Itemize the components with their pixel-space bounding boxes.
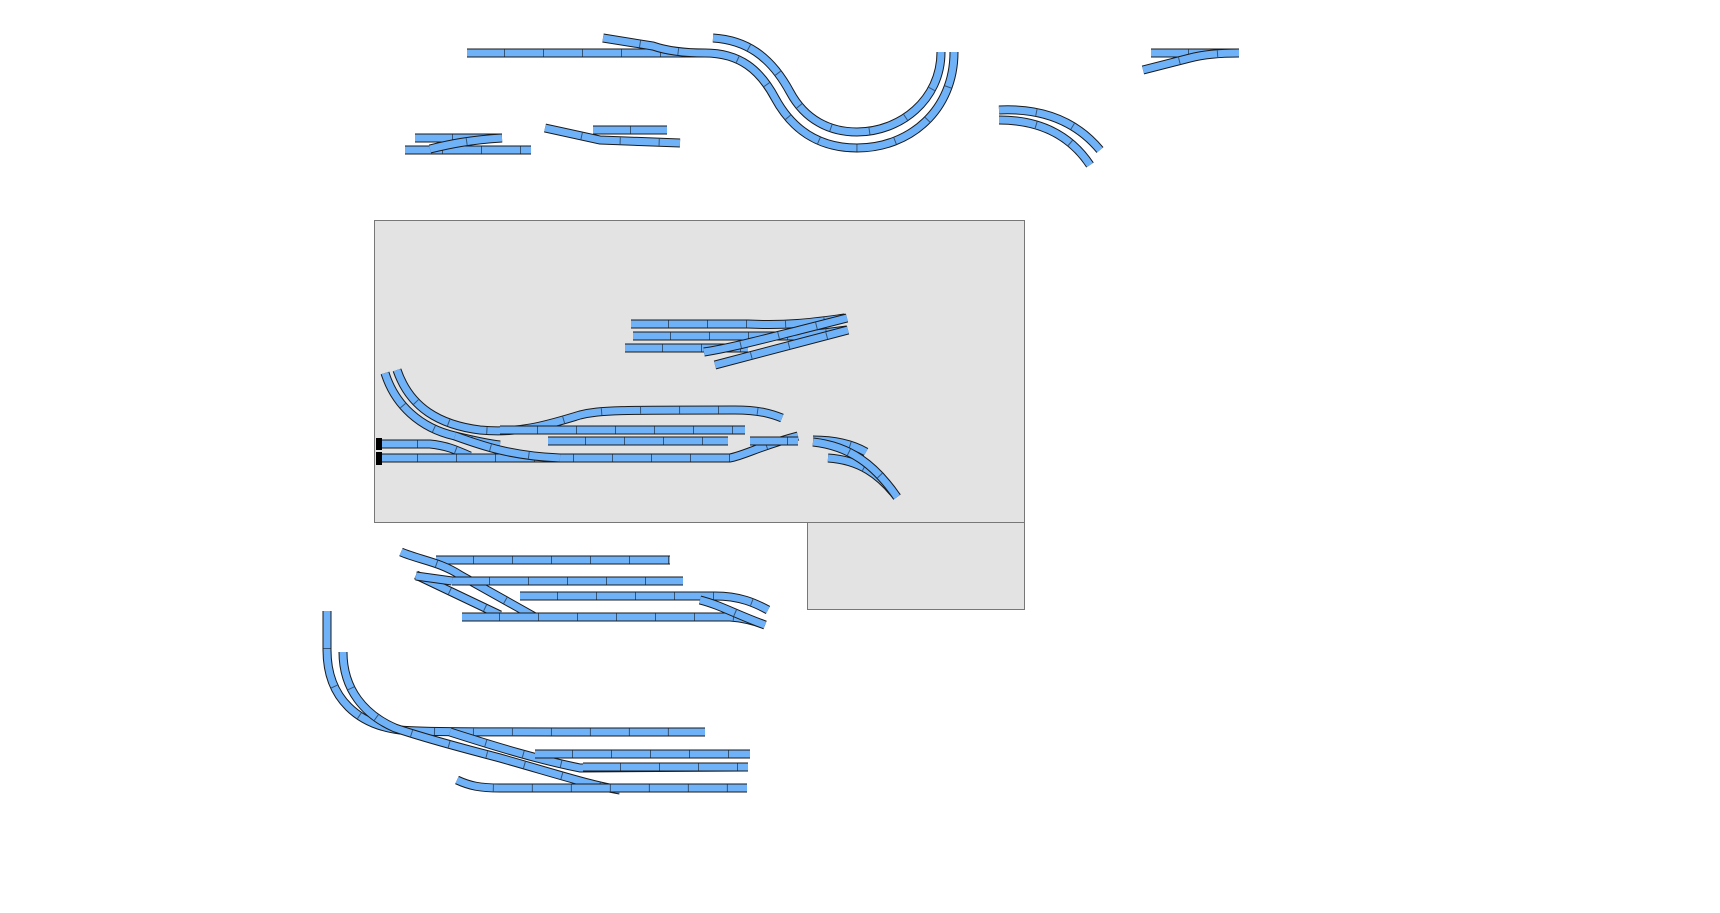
track-piece[interactable] [415,571,453,586]
track-body [544,124,681,147]
track-body [998,106,1103,153]
track-body [602,34,706,57]
track-body [415,572,453,585]
track-piece[interactable] [713,325,850,370]
track-body [998,116,1093,167]
track-piece[interactable] [399,547,538,621]
track-piece[interactable] [462,612,767,630]
track-piece[interactable] [428,133,503,154]
track-body [699,596,767,629]
track-piece[interactable] [998,105,1104,153]
track-pieces [322,33,1240,795]
track-joint-marks [323,611,706,736]
track-body [448,728,749,772]
track-piece[interactable] [698,595,767,630]
track-body [467,49,958,152]
baseboard-extension[interactable] [807,522,1025,610]
track-joint-marks [467,49,958,152]
buffer-stop-icon[interactable] [376,452,382,465]
track-piece[interactable] [467,48,959,153]
track-piece[interactable] [520,591,771,614]
track-piece[interactable] [453,431,561,463]
baseboard-main[interactable] [374,220,1025,523]
track-body [429,134,503,153]
track-body [455,776,747,792]
track-piece[interactable] [455,775,747,793]
buffer-stop-icon[interactable] [376,438,382,450]
track-body [812,438,900,499]
track-body [453,432,561,462]
track-piece[interactable] [448,727,749,773]
track-body [712,34,945,136]
track-body [703,314,848,356]
track-piece[interactable] [703,313,849,357]
track-body [399,548,537,621]
track-piece[interactable] [712,33,946,137]
track-piece[interactable] [1141,48,1240,75]
track-piece[interactable] [544,123,681,148]
track-body [714,326,849,369]
track-outline [322,611,706,737]
track-piece[interactable] [812,437,901,500]
track-outline [467,48,959,153]
track-piece[interactable] [998,115,1094,168]
track-piece[interactable] [322,611,706,737]
track-piece[interactable] [602,33,706,58]
track-piece[interactable] [392,368,784,436]
track-body [520,592,770,614]
track-body [339,651,621,794]
track-piece[interactable] [338,651,621,795]
track-body [393,368,784,435]
track-body [1142,49,1240,74]
track-body [323,611,706,736]
